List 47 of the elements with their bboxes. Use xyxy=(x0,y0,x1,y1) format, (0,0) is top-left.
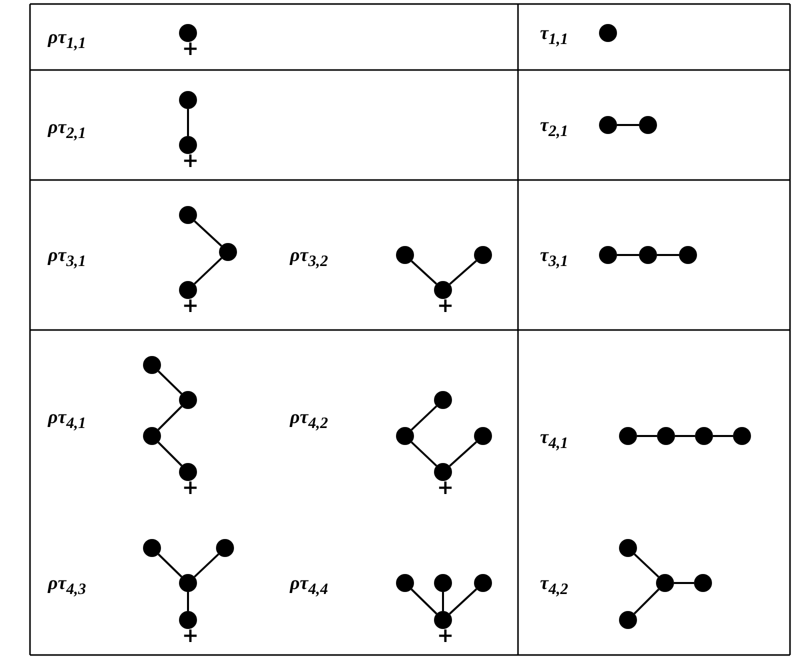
root-sign: + xyxy=(437,477,454,497)
root-sign: + xyxy=(182,295,199,315)
tree-edge xyxy=(187,592,189,611)
root-sign: + xyxy=(182,150,199,170)
tree-edge xyxy=(657,254,679,256)
tree-edge xyxy=(634,553,660,578)
tree-edge xyxy=(617,124,639,126)
tree-label: τ$_{3,1}$ xyxy=(540,246,568,270)
tree-label: ρτ$_{3,1}$ xyxy=(48,246,86,270)
root-sign: + xyxy=(437,625,454,645)
tree-label: τ$_{1,1}$ xyxy=(540,24,568,48)
tree-label: ρτ$_{1,1}$ xyxy=(48,28,86,52)
tree-edge xyxy=(410,441,438,467)
tree-label: ρτ$_{4,3}$ xyxy=(48,574,86,598)
tree-label: ρτ$_{3,2}$ xyxy=(290,246,328,270)
tree-edge xyxy=(449,441,477,467)
tree-label: ρτ$_{2,1}$ xyxy=(48,118,86,142)
tree-edge xyxy=(158,442,182,466)
tree-label: ρτ$_{4,2}$ xyxy=(290,408,328,432)
tree-edge xyxy=(634,588,660,614)
tree-edge xyxy=(448,588,478,615)
tree-edge xyxy=(187,109,189,136)
tree-edge xyxy=(194,553,220,578)
tree-edge xyxy=(637,435,657,437)
root-sign: + xyxy=(182,625,199,645)
tree-label: τ$_{4,1}$ xyxy=(540,428,568,452)
tree-label: τ$_{4,2}$ xyxy=(540,574,568,598)
root-sign: + xyxy=(182,38,199,58)
tree-edge xyxy=(449,260,477,285)
tree-label: ρτ$_{4,1}$ xyxy=(48,408,86,432)
tree-edge xyxy=(442,592,444,611)
root-sign: + xyxy=(182,477,199,497)
tree-edge xyxy=(158,554,182,578)
tree-edge xyxy=(158,370,182,394)
tree-edge xyxy=(194,257,222,285)
tree-edge xyxy=(410,260,438,285)
tree-edge xyxy=(617,254,639,256)
tree-edge xyxy=(410,588,438,614)
tree-label: ρτ$_{4,4}$ xyxy=(290,574,328,598)
root-sign: + xyxy=(437,295,454,315)
tree-edge xyxy=(675,435,695,437)
tree-edge xyxy=(194,220,222,247)
tree-label: τ$_{2,1}$ xyxy=(540,116,568,140)
tree-edge xyxy=(158,406,182,430)
tree-edge xyxy=(674,582,694,584)
tree-edge xyxy=(713,435,733,437)
tree-edge xyxy=(410,405,438,431)
